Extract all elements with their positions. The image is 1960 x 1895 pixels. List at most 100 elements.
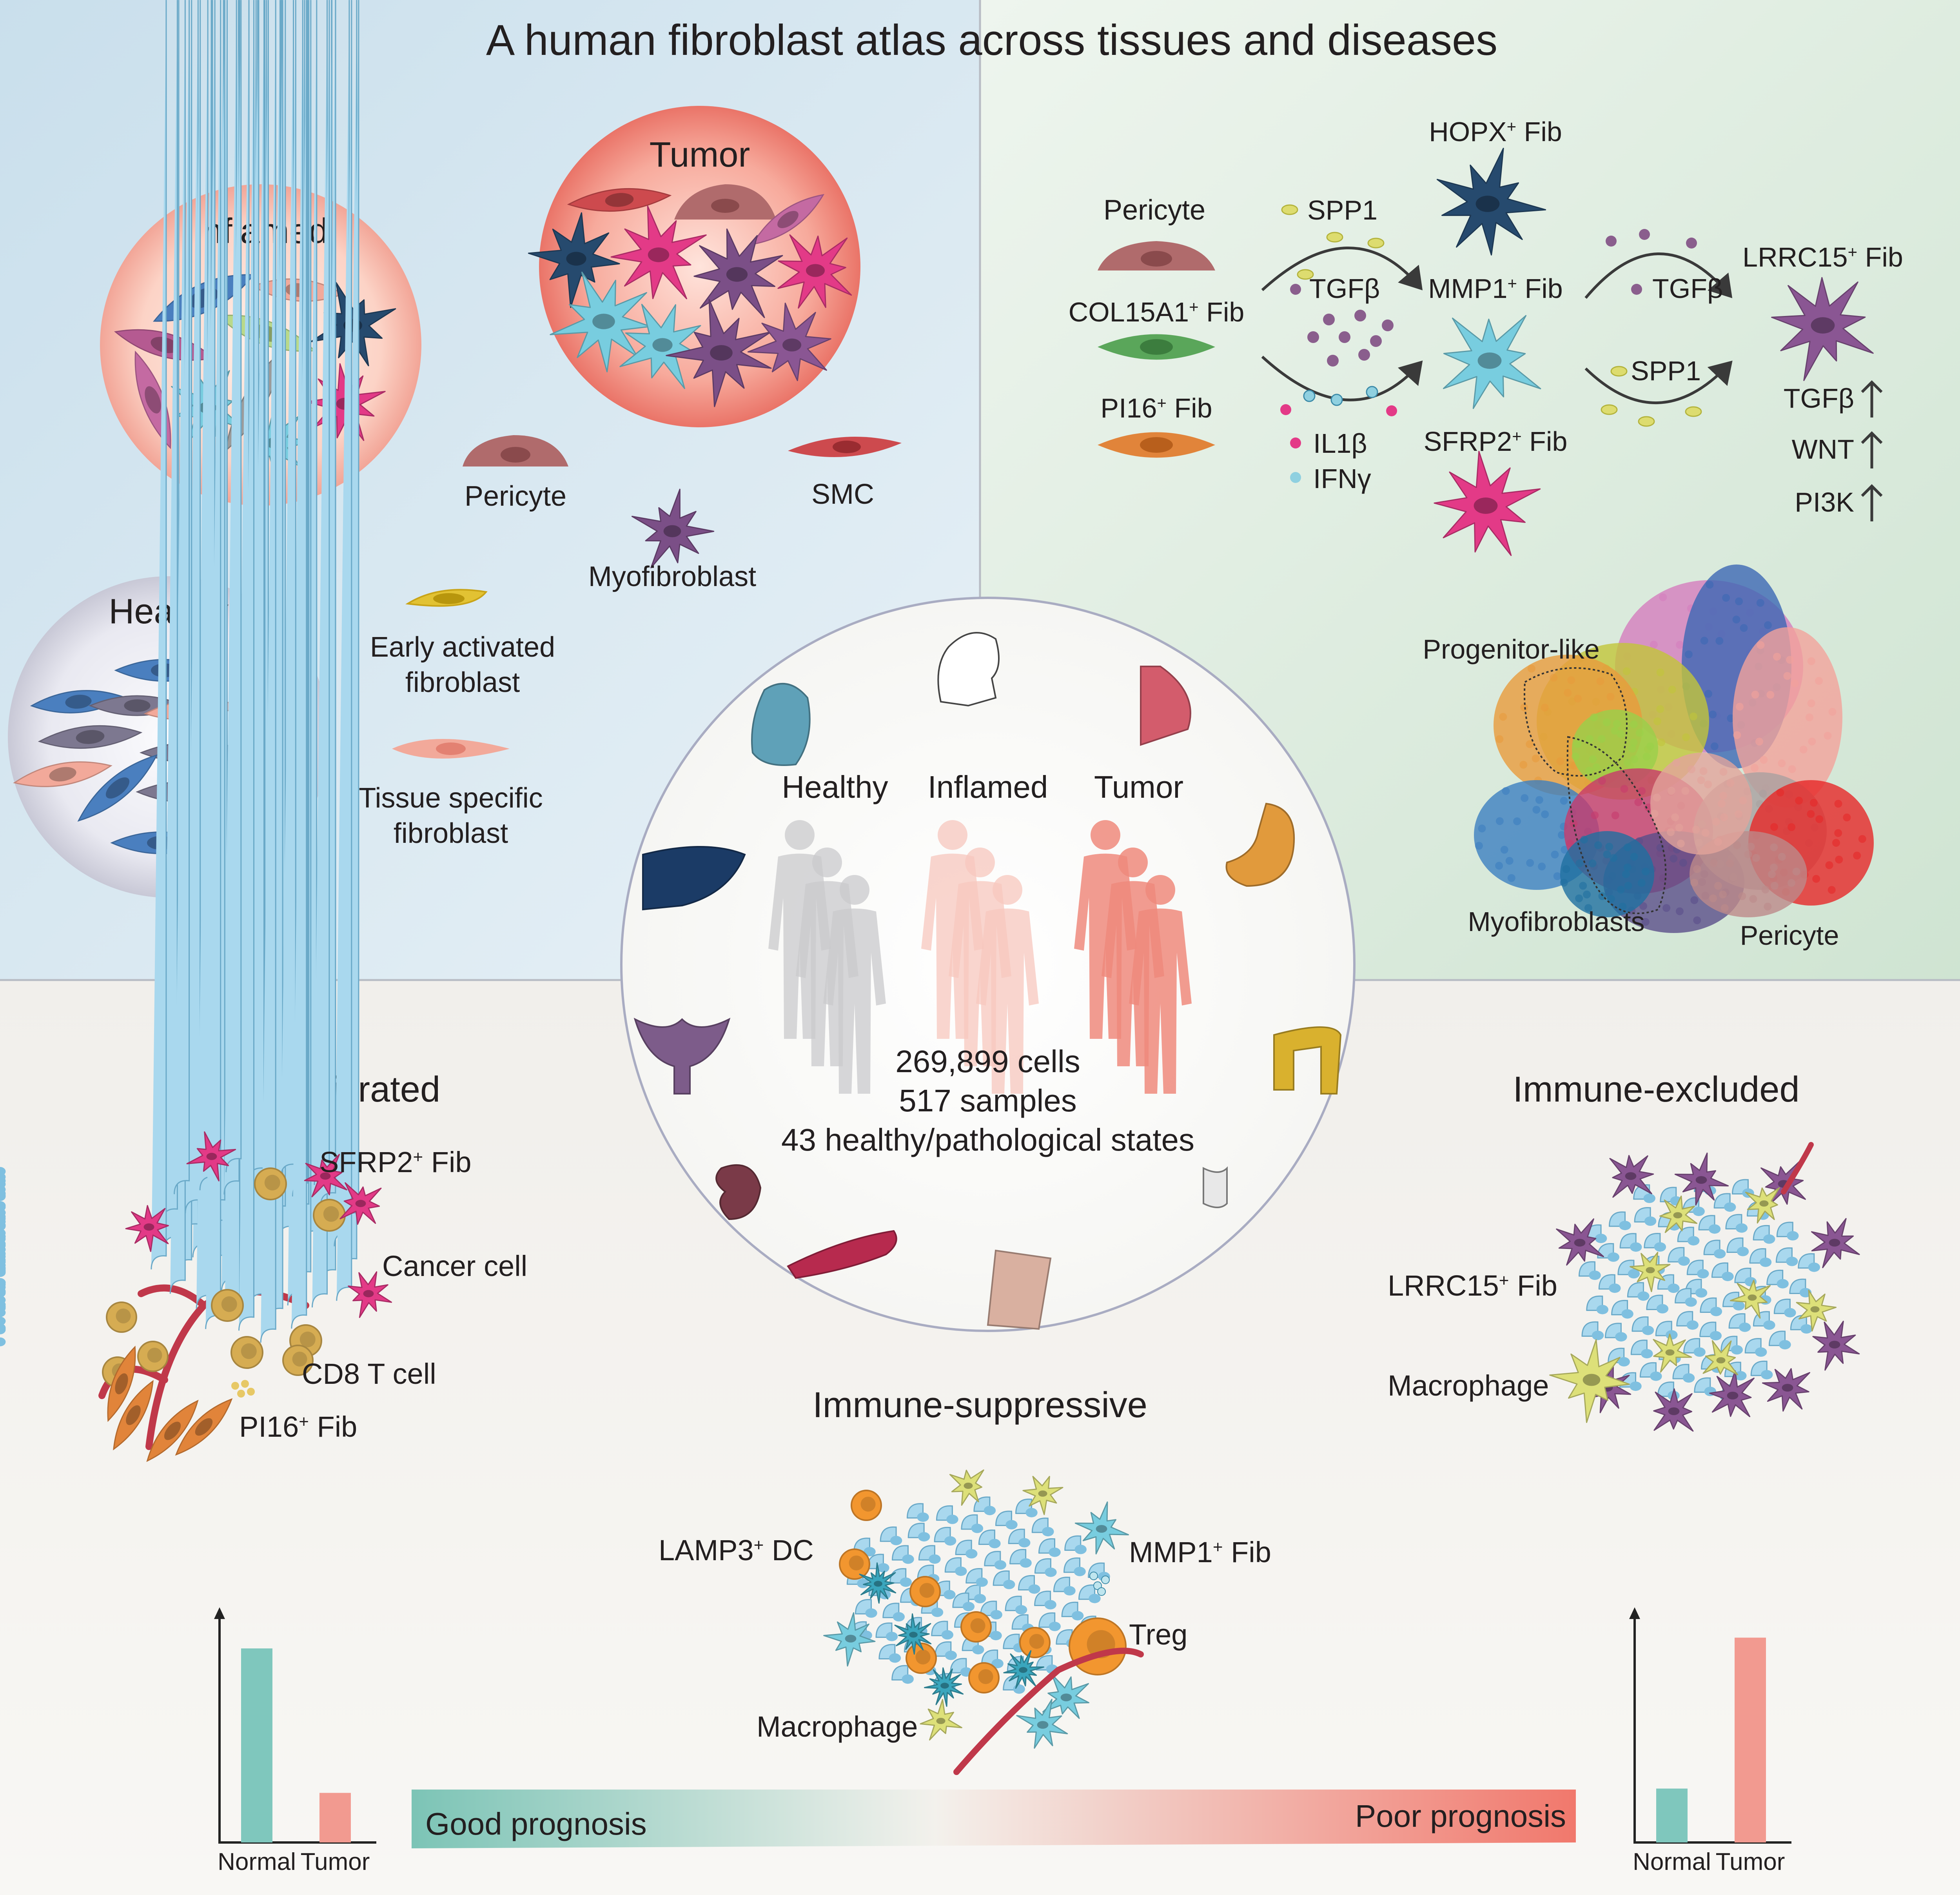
sfrp2-fib-cell bbox=[304, 1154, 347, 1198]
cancer-cell bbox=[1586, 1295, 1609, 1314]
col15a1-fib-cell bbox=[1098, 334, 1215, 360]
human-silhouette bbox=[823, 875, 886, 1094]
sfrp2-fib-cell bbox=[348, 1271, 392, 1318]
cytokine-signals-left: SPP1 TGFβ IL1β IFNγ bbox=[1261, 195, 1423, 494]
cancer-cell bbox=[1003, 1675, 1025, 1694]
fibroblast-cell bbox=[77, 754, 158, 822]
fibroblast-cell bbox=[751, 194, 825, 245]
cancer-cell bbox=[1005, 1596, 1027, 1615]
cancer-cell bbox=[1711, 1262, 1734, 1281]
cancer-cell bbox=[952, 1592, 975, 1612]
uterus-icon bbox=[633, 1018, 731, 1095]
cancer-cell bbox=[1597, 1243, 1620, 1262]
lrrc15-fib-cell bbox=[1771, 277, 1874, 381]
cancer-cell bbox=[1675, 1288, 1697, 1307]
cancer-cell bbox=[1725, 1214, 1748, 1233]
cancer-cell bbox=[1061, 1601, 1084, 1621]
kidney-icon bbox=[715, 1164, 762, 1220]
cancer-cell bbox=[1699, 1321, 1722, 1341]
center-healthy-label: Healthy bbox=[782, 770, 888, 804]
cancer-cell bbox=[1773, 1298, 1796, 1318]
cancer-cell bbox=[1064, 1535, 1087, 1554]
cancer-cell bbox=[867, 1554, 889, 1573]
cancer-cell bbox=[880, 1526, 902, 1545]
macrophage bbox=[1022, 1476, 1063, 1515]
myofibroblast-cell bbox=[693, 228, 783, 318]
lrrc15-fib-cell bbox=[1762, 1368, 1810, 1412]
joint-icon bbox=[1203, 1166, 1228, 1208]
human-silhouette bbox=[976, 875, 1039, 1094]
cancer-cell bbox=[891, 1665, 914, 1684]
immune-suppressive-tumor bbox=[823, 1469, 1144, 1775]
infil-pi16-label: PI16+ Fib bbox=[239, 1410, 357, 1443]
cytokine-dot bbox=[1101, 1576, 1110, 1584]
supp-treg-label: Treg bbox=[1129, 1618, 1187, 1651]
cd8-t-cell bbox=[211, 1289, 244, 1322]
up-arrow-icon bbox=[1861, 484, 1883, 521]
tumor-label: Tumor bbox=[650, 135, 750, 174]
lrrc15-fib-cell bbox=[1674, 1153, 1729, 1206]
tgfb-legend-dot bbox=[1290, 284, 1301, 295]
cancer-cell bbox=[1646, 1294, 1669, 1314]
cancer-cell bbox=[1627, 1282, 1650, 1301]
smc-cell bbox=[567, 188, 672, 212]
macrophage bbox=[1796, 1290, 1837, 1332]
cancer-cell bbox=[978, 1529, 1001, 1548]
cd8-t-cell bbox=[254, 1167, 287, 1200]
umap-plot bbox=[1474, 565, 1874, 933]
infil-sfrp2-label: SFRP2+ Fib bbox=[319, 1146, 472, 1178]
lamp3-dc bbox=[859, 1562, 897, 1604]
cancer-cell bbox=[1750, 1360, 1773, 1380]
pi16-fib-cell bbox=[113, 1380, 154, 1450]
upregulated-pathways: TGFβ WNT PI3K bbox=[1784, 380, 1883, 521]
cancer-cell bbox=[995, 1510, 1018, 1530]
treg-cell bbox=[851, 1490, 882, 1521]
cancer-cell bbox=[1676, 1311, 1699, 1330]
cancer-cell bbox=[1038, 1612, 1061, 1631]
up-arrow-icon bbox=[1861, 380, 1883, 417]
macrophage bbox=[1702, 1340, 1739, 1376]
up-wnt-label: WNT bbox=[1792, 434, 1854, 465]
myofibroblast-cell bbox=[666, 299, 772, 407]
cancer-cell bbox=[1578, 1261, 1601, 1280]
tgfb-label: TGFβ bbox=[1309, 273, 1380, 304]
cancer-cell bbox=[1683, 1338, 1706, 1357]
umap-cluster bbox=[1733, 627, 1842, 808]
infil-cd8-label: CD8 T cell bbox=[302, 1358, 436, 1390]
skin-icon bbox=[987, 1249, 1052, 1330]
lrrc15-fib-cell bbox=[1609, 1155, 1654, 1198]
cancer-cell bbox=[1744, 1338, 1767, 1357]
liver-icon bbox=[642, 846, 746, 911]
sfrp2-fib-cell bbox=[1434, 451, 1541, 556]
cancer-cell bbox=[981, 1649, 1004, 1668]
figure-title: A human fibroblast atlas across tissues … bbox=[486, 16, 1497, 64]
treg-cell bbox=[960, 1611, 992, 1643]
cancer-cell bbox=[934, 1527, 956, 1546]
sfrp2-fib-label: SFRP2+ Fib bbox=[1424, 426, 1568, 457]
macrophage bbox=[1745, 1187, 1780, 1223]
fibroblast-cell bbox=[38, 725, 143, 749]
cancer-cell bbox=[1768, 1330, 1791, 1350]
human-silhouette bbox=[1129, 875, 1192, 1094]
macrophage bbox=[1549, 1339, 1630, 1423]
cancer-cell bbox=[1726, 1237, 1749, 1256]
blood-vessel bbox=[1781, 1142, 1814, 1194]
cancer-cell bbox=[1639, 1362, 1662, 1381]
early-activated-cell-legend bbox=[405, 589, 488, 607]
cancer-cell bbox=[1031, 1517, 1054, 1537]
excl-macrophage-label: Macrophage bbox=[1388, 1369, 1549, 1402]
fibroblast-cell bbox=[13, 761, 113, 787]
cancer-cell bbox=[1034, 1558, 1057, 1577]
cancer-cell bbox=[1008, 1528, 1031, 1548]
cancer-cell bbox=[1722, 1292, 1745, 1311]
cd8-t-cell bbox=[230, 1336, 263, 1369]
cancer-cell bbox=[906, 1503, 929, 1522]
cancer-cell bbox=[1078, 1584, 1101, 1603]
lrrc15-fib-label: LRRC15+ Fib bbox=[1742, 242, 1903, 272]
cancer-cell bbox=[907, 1523, 930, 1542]
macrophage bbox=[920, 1699, 962, 1741]
cancer-cell bbox=[1798, 1253, 1820, 1272]
smc-label: SMC bbox=[811, 479, 874, 510]
cancer-cell bbox=[1053, 1577, 1076, 1596]
